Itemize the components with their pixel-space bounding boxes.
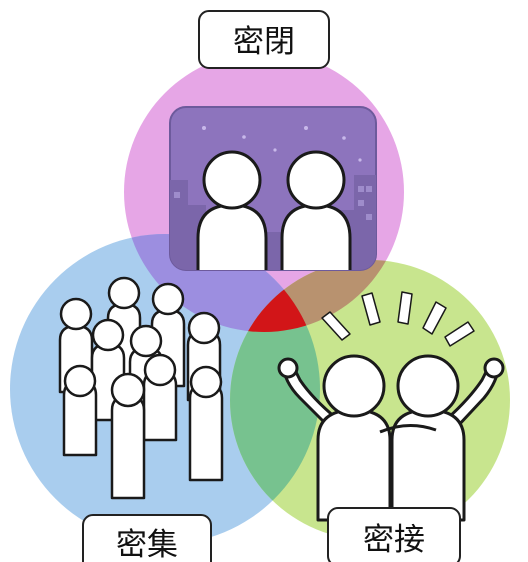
close-contact-illustration — [277, 291, 505, 522]
crowd-person — [188, 365, 224, 482]
label-close-contact: 密接 — [363, 522, 425, 558]
label-closed-spaces: 密閉 — [233, 24, 295, 60]
excitement-marks — [321, 291, 475, 347]
contact-shoulder-arm — [379, 424, 437, 434]
crowd-person — [110, 372, 146, 500]
crowd-person — [142, 353, 178, 442]
room-person-right — [280, 150, 352, 270]
contact-person-left — [316, 354, 392, 522]
label-right-box: 密接 — [327, 507, 461, 562]
room-person-left — [196, 150, 268, 270]
closed-room-illustration — [169, 106, 377, 271]
crowd-person — [90, 318, 126, 422]
crowd-person — [62, 364, 98, 457]
overlap-closed-crowded — [124, 234, 320, 332]
label-crowded-places: 密集 — [116, 527, 178, 562]
contact-person-right — [390, 354, 466, 522]
label-left-box: 密集 — [82, 514, 212, 562]
crowd-illustration — [58, 276, 224, 500]
label-top-box: 密閉 — [198, 10, 330, 69]
